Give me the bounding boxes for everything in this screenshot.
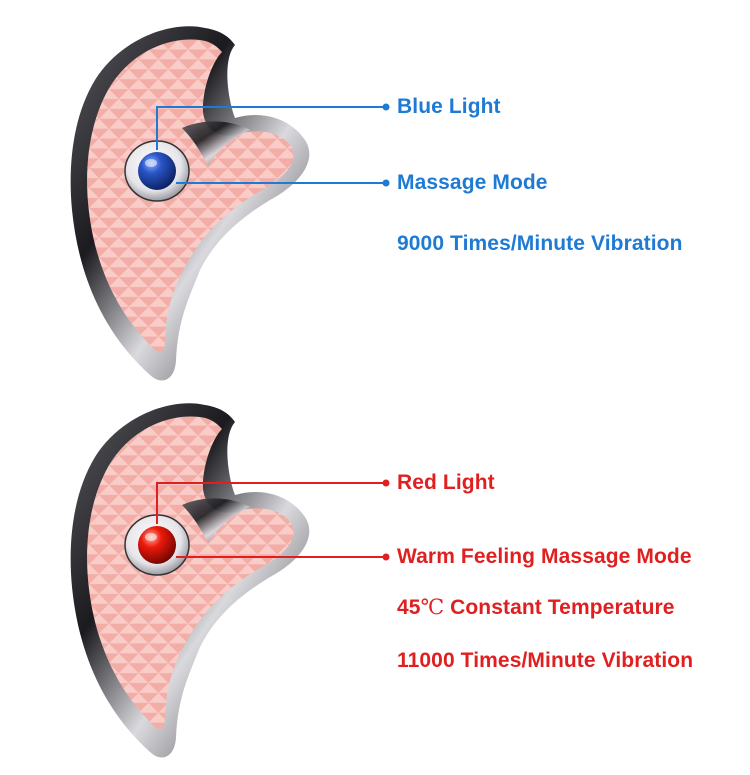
- top-pointer-lines: [156, 106, 386, 184]
- top-device-body: [87, 39, 294, 352]
- top-device: [70, 26, 390, 381]
- bottom-device-notch: [182, 498, 250, 543]
- temperature-value: 45: [397, 596, 421, 619]
- bottom-pointer-lines: [156, 482, 386, 558]
- temperature-text: Constant Temperature: [444, 596, 675, 619]
- temperature-unit: ℃: [420, 595, 445, 619]
- top-blue-light: [138, 152, 176, 190]
- top-vibration-label: 9000 Times/Minute Vibration: [397, 232, 683, 255]
- bottom-device-body: [87, 416, 294, 729]
- top-device-notch: [182, 121, 250, 166]
- warm-massage-mode-label: Warm Feeling Massage Mode: [397, 545, 692, 568]
- bottom-red-light: [138, 526, 176, 564]
- bottom-vibration-label: 11000 Times/Minute Vibration: [397, 649, 694, 672]
- red-light-label: Red Light: [397, 471, 495, 494]
- temperature-label: 45℃ Constant Temperature: [397, 595, 675, 620]
- massage-mode-label: Massage Mode: [397, 171, 548, 194]
- blue-light-label: Blue Light: [397, 95, 501, 118]
- bottom-device: [70, 403, 390, 758]
